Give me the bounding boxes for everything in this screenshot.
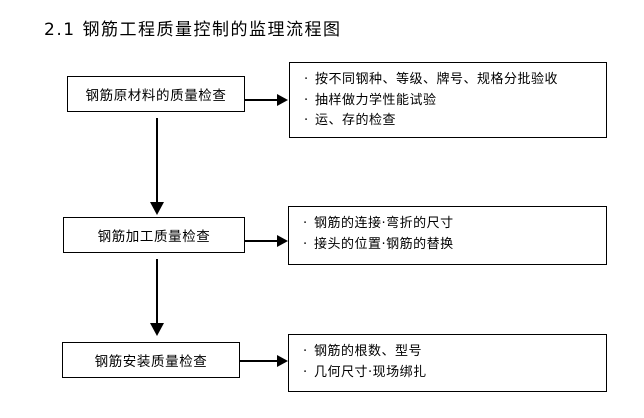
arrow-head-step2-to-step3 [150, 323, 164, 336]
process-box-label: 钢筋安装质量检查 [94, 354, 208, 370]
detail-item: · 抽样做力学性能试验 [304, 91, 606, 112]
detail-item: · 运、存的检查 [304, 111, 606, 132]
detail-panel-raw-material: · 按不同钢种、等级、牌号、规格分批验收 · 抽样做力学性能试验 · 运、存的检查 [289, 62, 607, 138]
arrow-head-step1-to-step2 [150, 202, 164, 215]
detail-item-text: 接头的位置·钢筋的替换 [314, 236, 454, 252]
process-box-label: 钢筋原材料的质量检查 [85, 88, 227, 104]
detail-item: · 钢筋的根数、型号 [303, 342, 606, 363]
detail-panel-processing: · 钢筋的连接·弯折的尺寸 · 接头的位置·钢筋的替换 [288, 206, 607, 265]
detail-item-text: 钢筋的根数、型号 [314, 344, 423, 359]
detail-item-text: 运、存的检查 [315, 113, 397, 128]
bullet-icon: · [304, 92, 309, 108]
detail-item: · 钢筋的连接·弯折的尺寸 [303, 214, 606, 235]
process-box-label: 钢筋加工质量检查 [97, 229, 211, 245]
bullet-icon: · [303, 216, 308, 231]
detail-item: · 几何尺寸·现场绑扎 [303, 363, 606, 384]
page-title: 2.1 钢筋工程质量控制的监理流程图 [44, 20, 342, 40]
arrow-line-step2-to-detail2 [245, 240, 278, 242]
process-box-processing: 钢筋加工质量检查 [63, 217, 245, 253]
process-box-raw-material: 钢筋原材料的质量检查 [67, 76, 245, 112]
detail-item-text: 钢筋的连接·弯折的尺寸 [314, 216, 454, 231]
arrow-head-step2-to-detail2 [277, 235, 288, 247]
arrow-line-step3-to-detail3 [240, 360, 278, 362]
detail-item-text: 抽样做力学性能试验 [315, 92, 437, 108]
arrow-head-step1-to-detail1 [277, 94, 288, 106]
bullet-icon: · [303, 236, 308, 252]
arrow-head-step3-to-detail3 [277, 355, 288, 367]
detail-panel-installation: · 钢筋的根数、型号 · 几何尺寸·现场绑扎 [288, 334, 607, 392]
bullet-icon: · [303, 344, 308, 359]
arrow-line-step1-to-step2 [156, 118, 158, 204]
detail-item: · 接头的位置·钢筋的替换 [303, 235, 606, 256]
arrow-line-step1-to-detail1 [245, 99, 278, 101]
detail-item-text: 几何尺寸·现场绑扎 [314, 364, 427, 380]
bullet-icon: · [304, 113, 309, 128]
arrow-line-step2-to-step3 [156, 259, 158, 325]
bullet-icon: · [303, 364, 308, 380]
detail-item: · 按不同钢种、等级、牌号、规格分批验收 [304, 70, 606, 91]
detail-item-text: 按不同钢种、等级、牌号、规格分批验收 [315, 72, 559, 87]
process-box-installation: 钢筋安装质量检查 [62, 342, 240, 378]
bullet-icon: · [304, 72, 309, 87]
